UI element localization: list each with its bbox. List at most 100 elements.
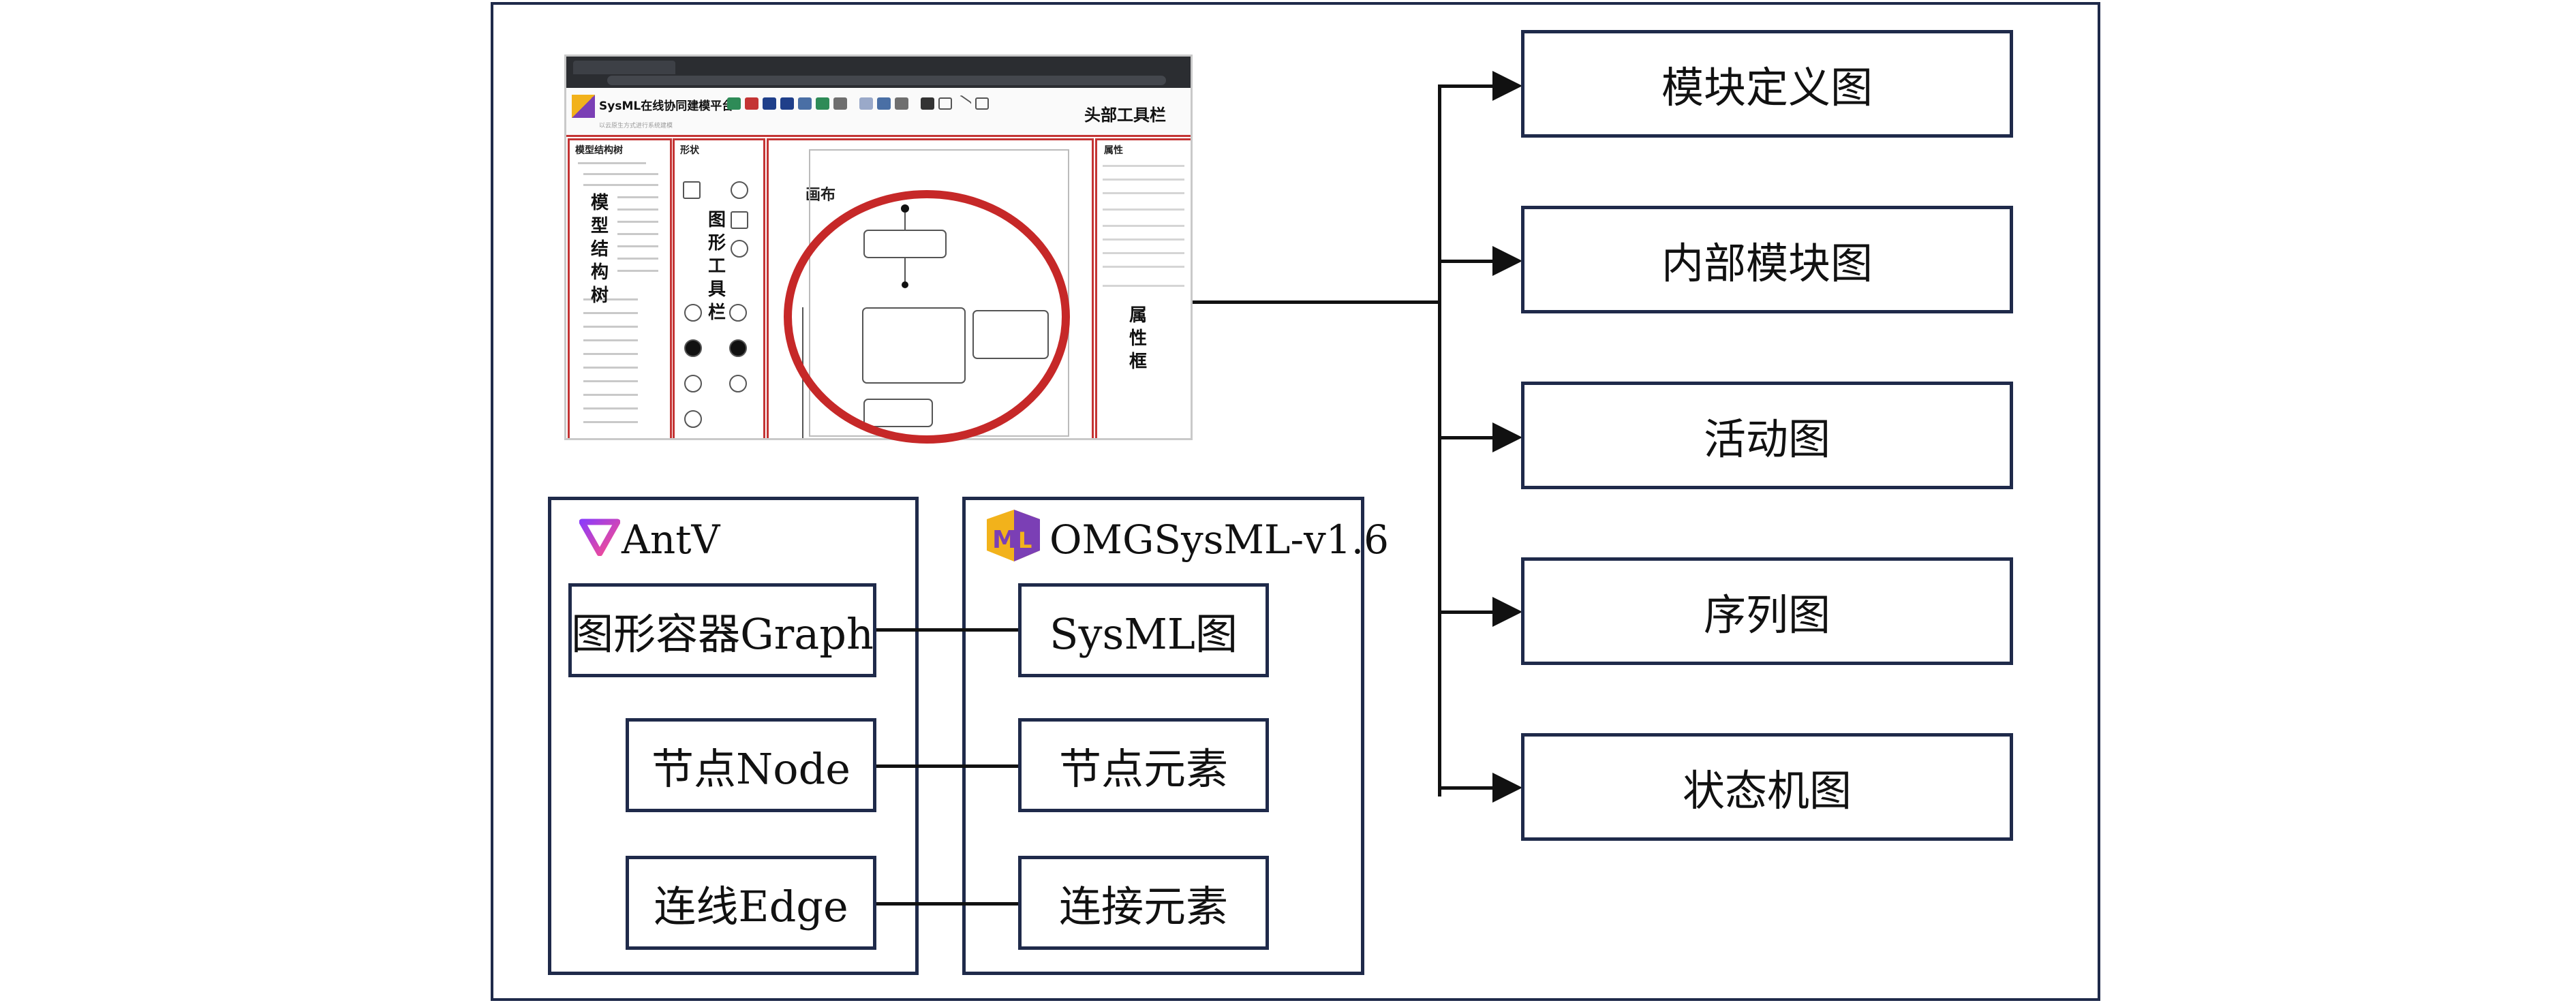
sysml-item-connector-element: 连接元素 [1018, 856, 1269, 950]
sysml-title: OMGSysML-v1.6 [1049, 516, 1390, 563]
undo-icon [763, 97, 776, 110]
app-subtitle: 以云原生方式进行系统建模 [599, 123, 673, 129]
tree-row [578, 162, 646, 164]
grid-icon [975, 97, 989, 110]
antv-item-graph: 图形容器Graph [568, 583, 876, 677]
tree-row [617, 270, 658, 272]
tree-row [617, 233, 658, 235]
antv-item-edge: 连线Edge [626, 856, 876, 950]
prop-row [1103, 179, 1184, 181]
image-icon [816, 97, 829, 110]
mapping-line [875, 764, 1019, 768]
tree-row [617, 245, 658, 247]
prop-row [1103, 165, 1184, 167]
address-bar [607, 76, 1166, 85]
model-tree-label: 模型结构树 [590, 193, 609, 306]
shape-panel: 形状 图形工具栏 [673, 138, 765, 438]
diagram-type-sequence: 序列图 [1521, 557, 2013, 665]
text-icon [921, 97, 934, 110]
antv-title: AntV [622, 516, 720, 563]
cross-shape-icon [729, 304, 747, 322]
arrow-head [1492, 773, 1522, 803]
print-icon [833, 97, 847, 110]
prop-row [1103, 266, 1184, 268]
target-shape-icon [729, 375, 747, 392]
tree-row [583, 407, 638, 409]
canvas-highlight-circle [784, 190, 1070, 444]
platform-screenshot: SysML在线协同建模平台 以云原生方式进行系统建模 头部工具栏 模型结构树 [564, 55, 1193, 440]
tree-row [583, 312, 638, 314]
properties-label: 属性框 [1129, 305, 1147, 372]
diagram-type-bdd: 模块定义图 [1521, 30, 2013, 138]
arrow-head [1492, 246, 1522, 276]
final-node-icon [729, 339, 747, 357]
cut-icon [877, 97, 891, 110]
delete-icon [745, 97, 758, 110]
antv-logo-icon [579, 519, 620, 556]
prop-row [1103, 285, 1184, 287]
mapping-line [875, 902, 1019, 906]
tree-row [583, 339, 638, 341]
export-icon [798, 97, 812, 110]
action-shape-icon [731, 211, 748, 229]
node-shape-icon [731, 240, 748, 258]
app-title: SysML在线协同建模平台 [599, 99, 734, 113]
properties-title: 属性 [1104, 145, 1123, 156]
tree-row [583, 184, 658, 186]
diagram-type-ibd: 内部模块图 [1521, 206, 2013, 313]
sysml-item-node-element: 节点元素 [1018, 718, 1269, 812]
canvas-label: 画布 [806, 187, 836, 204]
check-shape-icon [684, 375, 702, 392]
prop-row [1103, 238, 1184, 241]
prop-row [1103, 225, 1184, 227]
branch-line [1439, 436, 1494, 439]
branch-line [1439, 610, 1494, 614]
browser-tab [573, 61, 675, 74]
redo-icon [780, 97, 794, 110]
mapping-line [875, 628, 1019, 632]
tree-row [617, 221, 658, 223]
tree-row [583, 394, 638, 396]
shape-panel-title: 形状 [680, 145, 699, 156]
arrow-head [1492, 597, 1522, 627]
fork-shape-icon [684, 304, 702, 322]
arrow-head [1492, 422, 1522, 452]
tree-row [617, 258, 658, 260]
block-shape-icon [683, 181, 701, 199]
tree-row [583, 353, 638, 355]
tree-row [583, 173, 658, 175]
branch-line [1439, 84, 1494, 88]
properties-panel: 属性 属性框 [1095, 138, 1191, 438]
tree-row [617, 208, 658, 211]
antv-item-node: 节点Node [626, 718, 876, 812]
outer-frame [491, 2, 2100, 1001]
tree-row [617, 196, 658, 198]
model-tree-panel: 模型结构树 模型结构树 [568, 138, 672, 438]
connector-main [1193, 300, 1439, 304]
app-header [566, 88, 1191, 137]
radio-shape-icon [684, 410, 702, 428]
svg-text:M: M [992, 526, 1017, 554]
tree-row [583, 380, 638, 382]
svg-text:L: L [1018, 527, 1032, 553]
tree-row [583, 326, 638, 328]
prop-row [1103, 192, 1184, 194]
connector-trunk [1438, 84, 1441, 797]
sysml-logo-icon: M L [987, 510, 1040, 561]
prop-row [1103, 208, 1184, 211]
initial-node-icon [684, 339, 702, 357]
arrow-head [1492, 71, 1522, 101]
model-tree-title: 模型结构树 [575, 145, 623, 156]
tree-row [583, 298, 638, 300]
tree-row [583, 421, 638, 423]
copy-icon [859, 97, 873, 110]
diagram-type-state-machine: 状态机图 [1521, 733, 2013, 841]
diagram-type-activity: 活动图 [1521, 382, 2013, 489]
toolbar-label: 头部工具栏 [1084, 106, 1166, 125]
branch-line [1439, 786, 1494, 790]
prop-row [1103, 252, 1184, 254]
branch-line [1439, 260, 1494, 263]
browser-chrome [566, 57, 1191, 88]
shape-panel-label: 图形工具栏 [707, 210, 726, 323]
app-logo-icon [572, 95, 595, 118]
